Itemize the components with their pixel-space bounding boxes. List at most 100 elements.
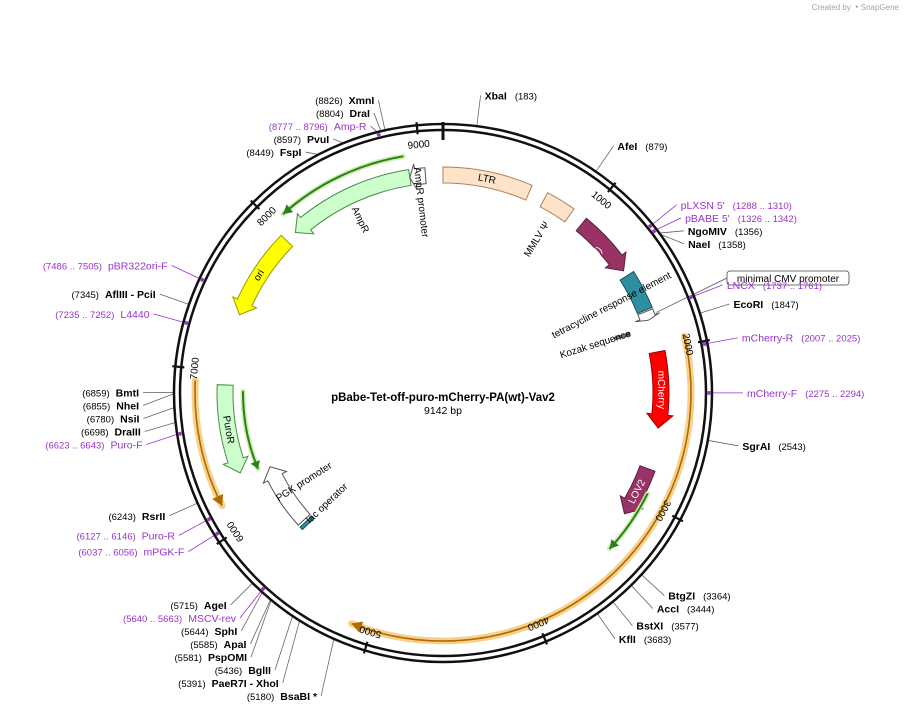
site-label: (6698)DraIII xyxy=(81,426,141,438)
site-leader-line xyxy=(658,230,684,234)
site-label: (8449)FspI xyxy=(246,147,301,159)
site-name: PvuI xyxy=(307,134,329,146)
primer-binding-mark xyxy=(206,516,212,522)
site-name: NheI xyxy=(116,400,139,412)
plasmid-length: 9142 bp xyxy=(424,405,462,417)
primer-label: mCherry-F(2275 .. 2294) xyxy=(747,388,864,400)
primer-leader-line xyxy=(153,313,185,323)
site-position: (1847) xyxy=(771,300,798,311)
site-position: (3577) xyxy=(671,622,698,633)
site-name: KflI xyxy=(619,634,636,646)
site-leader-line xyxy=(282,619,301,684)
primer-binding-mark xyxy=(260,586,266,592)
primer-name: mCherry-F xyxy=(747,388,797,400)
site-leader-line xyxy=(698,303,730,314)
primer-label: pLXSN 5' (1288 .. 1310) xyxy=(681,200,792,212)
site-name: ApaI xyxy=(224,639,247,651)
site-position: (6855) xyxy=(83,401,110,412)
scale-tick xyxy=(697,338,710,344)
orf-arc xyxy=(194,380,223,507)
site-name: AgeI xyxy=(204,600,227,612)
site-name: AfeI xyxy=(617,141,637,153)
primer-position: (6037 .. 6056) xyxy=(78,548,137,559)
feature-ampr-promoter xyxy=(409,163,427,190)
plasmid-name: pBabe-Tet-off-puro-mCherry-PA(wt)-Vav2 xyxy=(331,392,555,404)
primer-label: (8777 .. 8796) Amp-R xyxy=(269,121,367,133)
site-position: (6243) xyxy=(108,512,135,523)
watermark-prefix: Created by xyxy=(811,3,851,12)
site-name: BtgZI xyxy=(668,591,695,603)
site-leader-line xyxy=(640,573,665,596)
feature-ltr xyxy=(442,166,533,201)
site-leader-line xyxy=(230,582,254,606)
primer-name: MSCV-rev xyxy=(188,613,237,625)
feature-tetracycline-response-element xyxy=(619,270,653,315)
primer-binding-mark xyxy=(702,341,707,347)
translation-line xyxy=(282,155,404,215)
translation-arrowhead xyxy=(250,460,260,469)
site-leader-line xyxy=(274,614,294,671)
plasmid-backbone xyxy=(172,122,714,664)
orf-arrowhead xyxy=(212,494,224,506)
site-label: (6243)RsrII xyxy=(108,511,165,523)
scale-tick xyxy=(362,641,369,654)
primer-leader-line xyxy=(692,284,723,297)
site-label: (6855) NheI xyxy=(83,400,139,412)
site-leader-line xyxy=(250,598,272,658)
scale-tick xyxy=(541,632,549,645)
site-label: (6859)BmtI xyxy=(82,387,139,399)
site-leader-line xyxy=(142,392,176,406)
site-position: (3444) xyxy=(687,605,714,616)
primer-leader-line xyxy=(239,590,263,619)
primer-position: (8777 .. 8796) xyxy=(269,122,328,133)
site-position: (5391) xyxy=(178,679,205,690)
site-name: BstXI xyxy=(636,621,663,633)
site-name: DraI xyxy=(349,108,370,120)
site-position: (3683) xyxy=(644,635,671,646)
feature-label: ori xyxy=(252,268,267,283)
feature-label: minimal CMV promoter xyxy=(737,274,840,285)
scale-tick-label: 5000 xyxy=(358,623,383,640)
translation-arrowhead xyxy=(609,539,620,549)
feature-pgk-promoter xyxy=(262,466,311,526)
site-position: (183) xyxy=(515,91,537,102)
site-leader-line xyxy=(159,293,191,306)
primer-position: (1288 .. 1310) xyxy=(733,201,792,212)
site-label: (5436)BglII xyxy=(215,665,271,677)
feature-label: mCherry xyxy=(655,371,667,409)
primer-name: pLXSN 5' xyxy=(681,200,725,212)
primer-leader-line xyxy=(655,217,682,231)
label-leader-lines xyxy=(142,95,744,697)
watermark-brand: SnapGene xyxy=(860,3,899,12)
primer-label: (5640 .. 5663)MSCV-rev xyxy=(123,613,237,625)
primer-leader-line xyxy=(146,433,179,445)
site-name: BglII xyxy=(248,665,271,677)
scale-tick xyxy=(216,536,228,545)
site-position: (5585) xyxy=(190,640,217,651)
scale-tick-label: 6000 xyxy=(225,519,247,544)
feature-label: AmpR xyxy=(349,205,371,235)
site-position: (8804) xyxy=(316,109,343,120)
feature-mcherry xyxy=(645,349,675,429)
snapgene-logo-icon: ◔ xyxy=(853,2,859,12)
primer-name: L4440 xyxy=(120,309,149,321)
site-position: (3364) xyxy=(703,592,730,603)
primer-binding-mark xyxy=(200,277,205,283)
site-name: NaeI xyxy=(688,239,710,251)
site-name: SphI xyxy=(215,626,238,638)
primer-name: Amp-R xyxy=(334,121,367,133)
site-leader-line xyxy=(250,598,272,645)
site-position: (8597) xyxy=(274,135,301,146)
site-label: (5581)PspOMI xyxy=(175,652,248,664)
scale-tick xyxy=(172,365,185,369)
feature-mmlv xyxy=(539,191,575,223)
primer-position: (7235 .. 7252) xyxy=(55,310,114,321)
feature-label: PuroR xyxy=(220,415,236,445)
primer-label: (6623 .. 6643)Puro-F xyxy=(45,439,142,451)
feature-arrows xyxy=(216,163,675,531)
primer-label: LNCX(1737 .. 1761) xyxy=(727,280,822,292)
site-name: FspI xyxy=(280,147,302,159)
site-label: NgoMIV(1356) xyxy=(688,226,763,238)
site-label: EcoRI(1847) xyxy=(733,299,798,311)
scale-tick-label: 7000 xyxy=(189,356,202,380)
